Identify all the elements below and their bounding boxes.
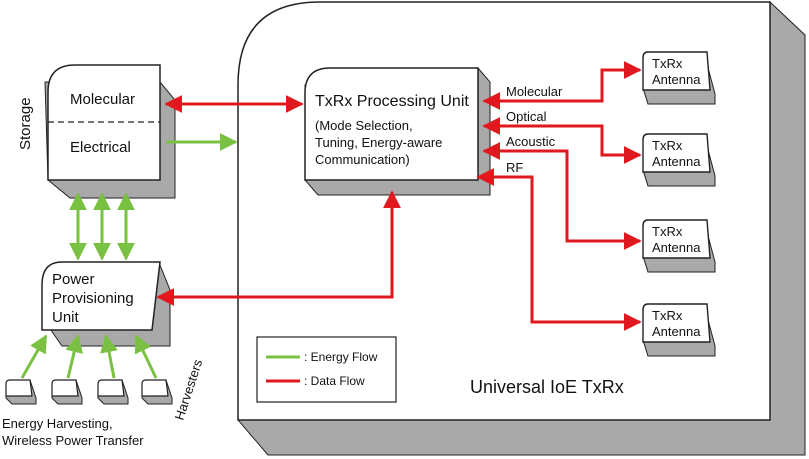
antenna-3-line-1: TxRx	[652, 224, 683, 239]
channel-label-optical: Optical	[506, 109, 547, 124]
harvester-3	[97, 379, 129, 405]
power-provisioning-unit: Power Provisioning Unit	[41, 261, 171, 347]
harvester-1	[5, 379, 37, 405]
processing-power-link	[156, 190, 401, 306]
molecular-channel-link	[482, 61, 642, 110]
power-unit-line-1: Power	[52, 271, 95, 288]
harvester-3-energy-link	[100, 334, 118, 379]
antenna-1-line-2: Antenna	[652, 72, 701, 87]
channel-label-rf: RF	[506, 160, 523, 175]
antenna-3-line-2: Antenna	[652, 240, 701, 255]
harvester-1-energy-link	[20, 334, 48, 379]
channel-label-molecular: Molecular	[506, 84, 563, 99]
harvester-4	[141, 379, 173, 405]
harvester-2	[51, 379, 83, 405]
processing-unit-detail-3: Communication)	[315, 152, 410, 167]
legend-energy-label: : Energy Flow	[304, 350, 378, 364]
container-label: Universal IoE TxRx	[470, 377, 624, 397]
antenna-4: TxRx Antenna	[642, 303, 716, 357]
processing-unit-detail-1: (Mode Selection,	[315, 118, 413, 133]
legend: : Energy Flow : Data Flow	[256, 336, 397, 403]
harvesters: Harvesters Energy Harvesting, Wireless P…	[2, 357, 205, 448]
antenna-2: TxRx Antenna	[642, 133, 716, 187]
legend-data-label: : Data Flow	[304, 374, 365, 388]
energy-flow-connectors	[20, 133, 238, 379]
power-unit-line-3: Unit	[52, 309, 80, 326]
harvester-4-energy-link	[134, 334, 158, 379]
antenna-3: TxRx Antenna	[642, 219, 716, 273]
harvesters-label: Harvesters	[172, 357, 206, 422]
antenna-2-line-2: Antenna	[652, 154, 701, 169]
legend-box	[256, 336, 397, 403]
channel-label-acoustic: Acoustic	[506, 134, 556, 149]
storage-electrical-label: Electrical	[70, 139, 131, 156]
txrx-processing-unit: TxRx Processing Unit (Mode Selection, Tu…	[304, 67, 491, 196]
antenna-2-line-1: TxRx	[652, 138, 683, 153]
storage-side-label: Storage	[17, 97, 34, 150]
harvesting-caption-line-1: Energy Harvesting,	[2, 416, 113, 431]
antenna-1-line-1: TxRx	[652, 56, 683, 71]
harvester-2-energy-link	[65, 334, 84, 379]
rf-channel-link	[476, 168, 642, 331]
harvesting-caption-line-2: Wireless Power Transfer	[2, 433, 144, 448]
power-unit-line-2: Provisioning	[52, 290, 134, 307]
storage-block: Molecular Electrical Storage	[17, 64, 176, 199]
antenna-4-line-1: TxRx	[652, 308, 683, 323]
data-flow-connectors	[156, 61, 642, 331]
antenna-4-line-2: Antenna	[652, 324, 701, 339]
storage-molecular-label: Molecular	[70, 91, 135, 108]
processing-unit-detail-2: Tuning, Energy-aware	[315, 135, 442, 150]
processing-unit-title: TxRx Processing Unit	[315, 93, 469, 110]
antenna-1: TxRx Antenna	[642, 51, 716, 105]
